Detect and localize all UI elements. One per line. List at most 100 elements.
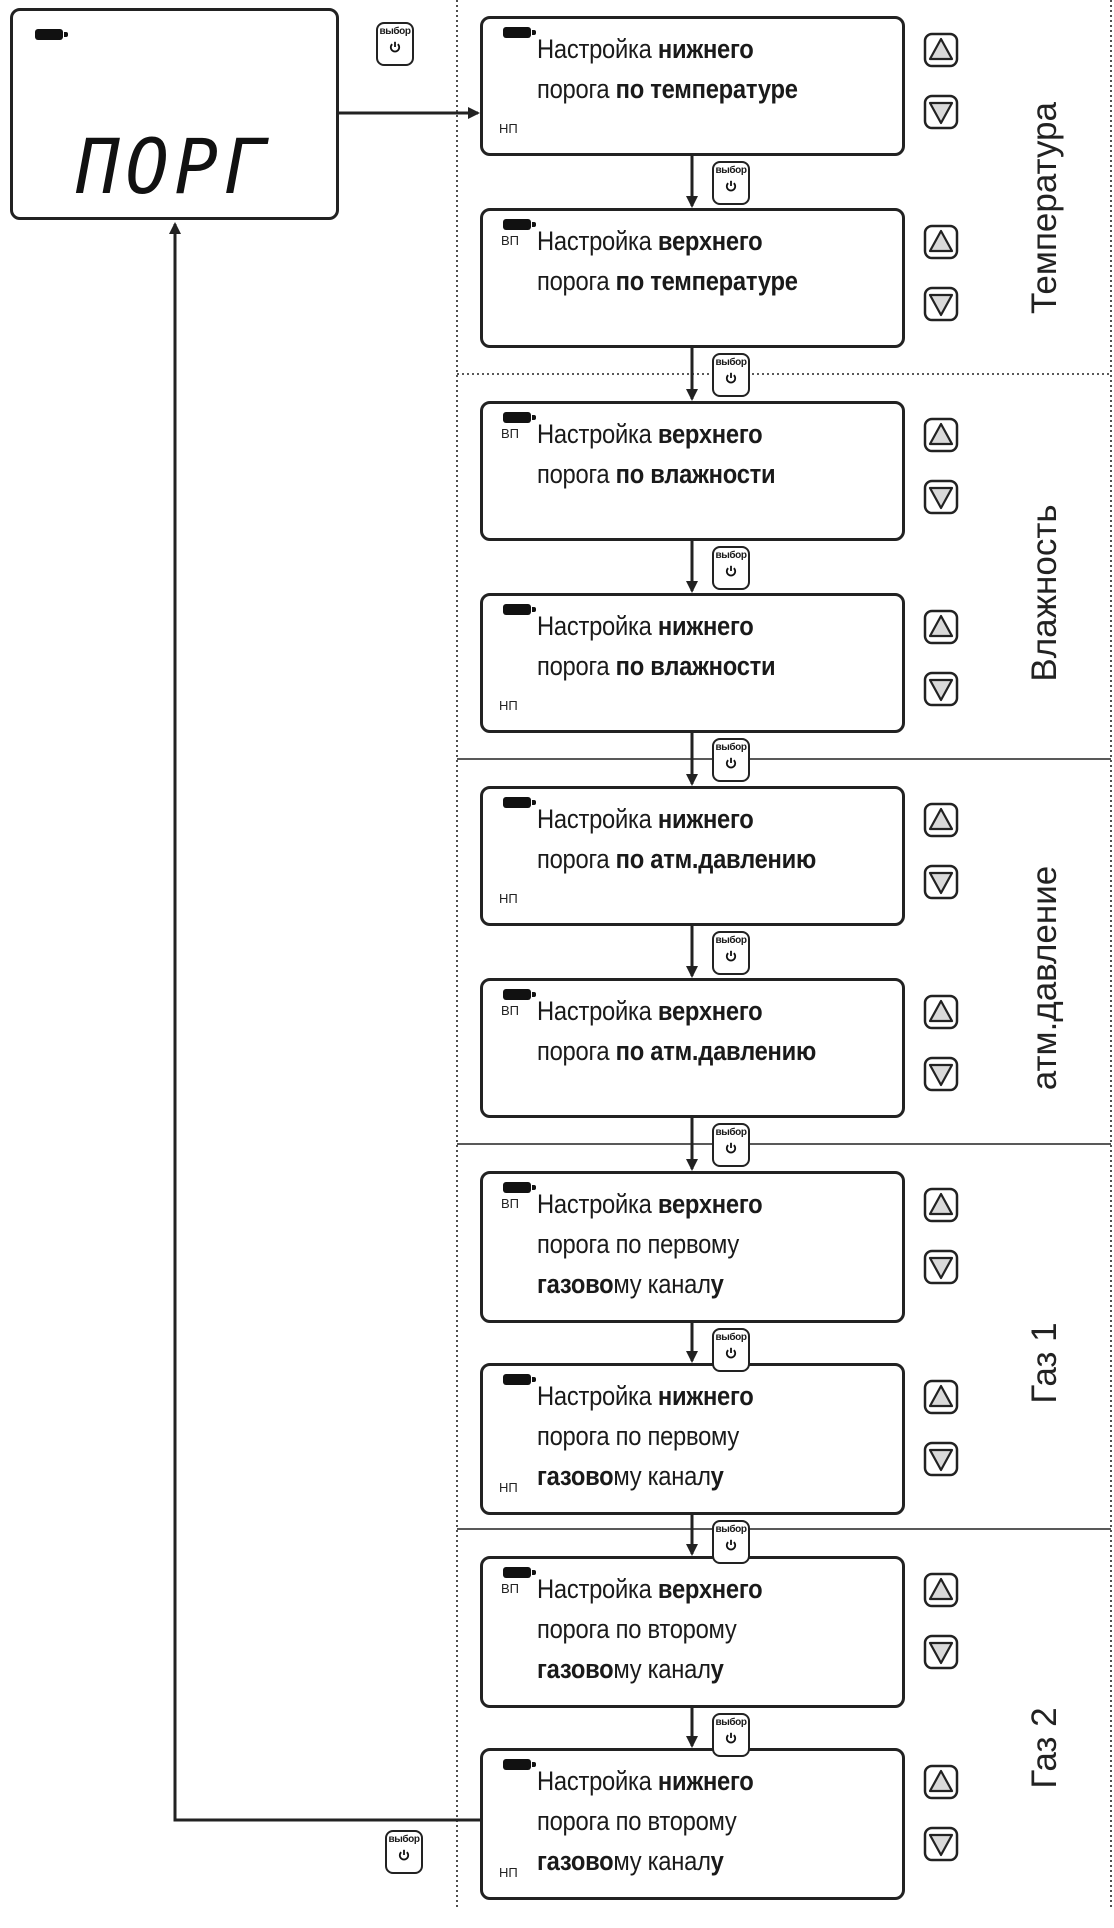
select-button[interactable]: выбор <box>712 931 750 975</box>
upper-threshold-tag: ВП <box>501 1196 520 1211</box>
text-bold: газово <box>537 1846 614 1876</box>
text-bold: нижнего <box>657 611 754 641</box>
increase-button[interactable] <box>923 609 959 645</box>
screen-text-line: Настройка верхнего <box>537 414 855 454</box>
power-icon <box>725 1142 737 1154</box>
threshold-screen: ВП Настройка верхнего порога по первому газ… <box>480 1171 905 1323</box>
text-bold: нижнего <box>657 1381 754 1411</box>
select-button[interactable]: выбор <box>712 546 750 590</box>
text-regular: порога <box>537 844 616 874</box>
decrease-button[interactable] <box>923 94 959 130</box>
screen-text-line: порога по первому <box>537 1224 855 1264</box>
select-button[interactable]: выбор <box>712 1123 750 1167</box>
text-bold: по температуре <box>615 266 798 296</box>
upper-threshold-tag: ВП <box>501 426 520 441</box>
lower-threshold-tag: НП <box>499 121 518 136</box>
text-regular: Настройка <box>537 1381 658 1411</box>
text-regular: Настройка <box>537 419 658 449</box>
decrease-button[interactable] <box>923 1441 959 1477</box>
upper-threshold-tag: ВП <box>501 233 520 248</box>
select-button[interactable]: выбор <box>712 1520 750 1564</box>
increase-button[interactable] <box>923 994 959 1030</box>
power-icon <box>725 950 737 962</box>
group-label: Газ 2 <box>1025 1707 1064 1789</box>
group-label: Температура <box>1025 102 1064 314</box>
battery-icon <box>503 1182 536 1193</box>
text-regular: му канал <box>613 1461 711 1491</box>
screen-text-line: Настройка верхнего <box>537 1184 855 1224</box>
text-regular: Настройка <box>537 804 658 834</box>
decrease-button[interactable] <box>923 479 959 515</box>
text-regular: Настройка <box>537 1766 658 1796</box>
screen-text-line: Настройка нижнего <box>537 606 855 646</box>
group-label: Газ 1 <box>1025 1322 1064 1404</box>
text-regular: порога <box>537 651 616 681</box>
text-regular: порога по первому <box>537 1421 740 1451</box>
select-button[interactable]: выбор <box>376 22 414 66</box>
battery-icon <box>503 412 536 423</box>
select-button[interactable]: выбор <box>712 738 750 782</box>
text-bold: у <box>710 1269 724 1299</box>
select-button-label: выбор <box>379 26 411 37</box>
battery-icon <box>503 1567 536 1578</box>
select-button[interactable]: выбор <box>385 1830 423 1874</box>
power-icon <box>725 1539 737 1551</box>
screen-text-line: Настройка нижнего <box>537 1761 855 1801</box>
increase-button[interactable] <box>923 1379 959 1415</box>
select-button-label: выбор <box>715 935 747 946</box>
power-icon <box>725 1732 737 1744</box>
increase-button[interactable] <box>923 1187 959 1223</box>
text-bold: у <box>710 1461 724 1491</box>
arrow-lines <box>169 107 698 1822</box>
text-bold: у <box>710 1654 724 1684</box>
increase-button[interactable] <box>923 1572 959 1608</box>
text-regular: му канал <box>613 1846 711 1876</box>
select-button[interactable]: выбор <box>712 161 750 205</box>
main-display-text: ПОРГ <box>76 122 273 211</box>
select-button[interactable]: выбор <box>712 1713 750 1757</box>
increase-button[interactable] <box>923 224 959 260</box>
battery-icon <box>503 797 536 808</box>
decrease-button[interactable] <box>923 1634 959 1670</box>
text-regular: Настройка <box>537 996 658 1026</box>
text-bold: верхнего <box>657 419 763 449</box>
text-bold: верхнего <box>657 996 763 1026</box>
screen-text-line: газовому каналу <box>537 1456 855 1496</box>
text-bold: по температуре <box>615 74 798 104</box>
power-icon <box>389 41 401 53</box>
text-bold: нижнего <box>657 34 754 64</box>
screen-text-line: порога по первому <box>537 1416 855 1456</box>
battery-icon <box>503 989 536 1000</box>
increase-button[interactable] <box>923 802 959 838</box>
increase-button[interactable] <box>923 32 959 68</box>
decrease-button[interactable] <box>923 1249 959 1285</box>
select-button[interactable]: выбор <box>712 1328 750 1372</box>
text-bold: верхнего <box>657 1574 763 1604</box>
screen-text-line: Настройка верхнего <box>537 991 855 1031</box>
increase-button[interactable] <box>923 417 959 453</box>
increase-button[interactable] <box>923 1764 959 1800</box>
screen-text-line: порога по атм.давлению <box>537 839 855 879</box>
text-bold: нижнего <box>657 804 754 834</box>
screen-text-line: Настройка нижнего <box>537 799 855 839</box>
decrease-button[interactable] <box>923 671 959 707</box>
upper-threshold-tag: ВП <box>501 1581 520 1596</box>
text-bold: газово <box>537 1269 614 1299</box>
screen-text-line: Настройка нижнего <box>537 29 855 69</box>
screen-text-line: газовому каналу <box>537 1841 855 1881</box>
decrease-button[interactable] <box>923 1056 959 1092</box>
text-regular: порога по первому <box>537 1229 740 1259</box>
battery-icon <box>503 1374 536 1385</box>
decrease-button[interactable] <box>923 1826 959 1862</box>
battery-icon <box>503 1759 536 1770</box>
decrease-button[interactable] <box>923 286 959 322</box>
decrease-button[interactable] <box>923 864 959 900</box>
select-button[interactable]: выбор <box>712 353 750 397</box>
select-button-label: выбор <box>715 742 747 753</box>
